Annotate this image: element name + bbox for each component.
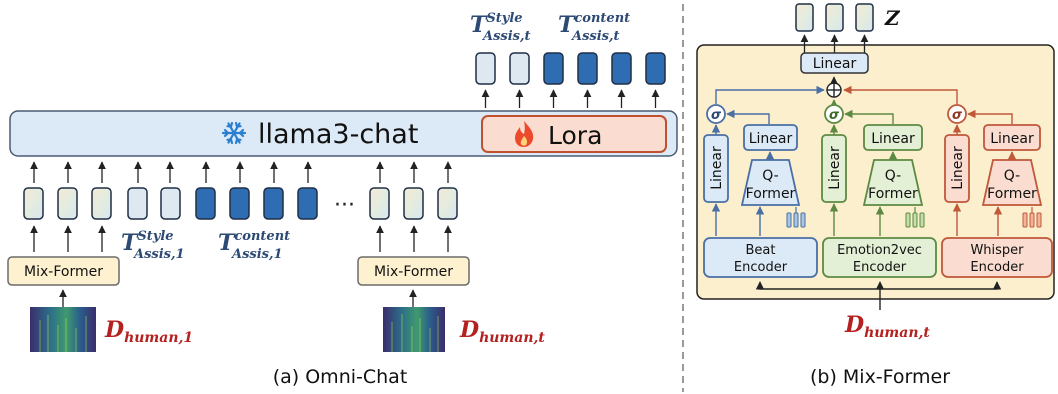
spectrogram-image-t: [383, 307, 445, 352]
spectrogram-image-1: [30, 307, 96, 352]
sigma-gate-green: [824, 104, 844, 124]
blue-merge-line: [715, 85, 825, 104]
svg-text:Linear: Linear: [827, 146, 843, 190]
assistant-output-tokens: [475, 52, 666, 85]
qformer-orange: [981, 159, 1043, 206]
linear-blue: [743, 124, 798, 151]
mix-former-panel: Z Linear σ Linear Linear: [696, 3, 1055, 388]
t-style-t-label: TStyle: [470, 11, 523, 38]
t-content-t-sub: Assis,t: [570, 29, 620, 44]
input-arrows: [30, 161, 452, 183]
top-linear-label: Linear: [813, 56, 857, 72]
input-distribution: [755, 281, 1002, 310]
content-token: [229, 187, 250, 220]
whisper-encoder: [941, 237, 1053, 278]
svg-text:Linear: Linear: [990, 131, 1034, 147]
sigma-gate-blue: [706, 104, 726, 124]
fire-icon: [515, 121, 534, 147]
svg-text:Former: Former: [746, 186, 796, 202]
content-token: [195, 187, 216, 220]
svg-text:Encoder: Encoder: [853, 260, 907, 275]
human-token: [369, 187, 390, 220]
t-content-1-sub: Assis,1: [230, 247, 283, 262]
query-tokens-blue: [786, 212, 806, 228]
svg-text:Q-: Q-: [1004, 168, 1020, 184]
z-arrows: [800, 34, 869, 53]
mixformer-box-1: [7, 256, 120, 286]
human-token: [91, 187, 112, 220]
svg-text:Emotion2vec: Emotion2vec: [837, 243, 922, 258]
mixformer-box-t: [357, 256, 470, 286]
emotion2vec-branch: σ Linear Linear Q- Former Emotion2vec En…: [821, 104, 937, 278]
input-tokens: [23, 187, 458, 220]
style-token: [160, 187, 181, 220]
svg-text:σ: σ: [952, 108, 963, 123]
whisper-branch: σ Linear Linear Q- Former Whisper Encode…: [941, 104, 1053, 278]
style-token: [509, 52, 530, 85]
human-token: [23, 187, 44, 220]
svg-text:Q-: Q-: [885, 168, 901, 184]
content-token: [645, 52, 666, 85]
t-style-1-label: TStyle: [121, 229, 174, 256]
snowflake-icon: [221, 121, 247, 145]
lora-label: Lora: [548, 121, 602, 150]
svg-text:Linear: Linear: [871, 131, 915, 147]
z-output-tokens: [795, 3, 874, 32]
panel-a-caption: (a) Omni-Chat: [273, 366, 408, 388]
content-token: [543, 52, 564, 85]
output-arrows: [481, 89, 660, 108]
query-tokens-orange: [1022, 212, 1042, 228]
content-token: [297, 187, 318, 220]
mixformer-box-1-label: Mix-Former: [24, 264, 103, 280]
qformer-green: [862, 159, 924, 206]
qformer-blue: [740, 159, 801, 206]
svg-text:Whisper: Whisper: [970, 243, 1024, 258]
svg-text:Beat: Beat: [746, 243, 776, 258]
d-human-t-label: Dhuman,t: [459, 317, 545, 346]
sum-node: [826, 82, 842, 98]
content-token: [611, 52, 632, 85]
ellipsis: ···: [334, 193, 355, 218]
t-content-1-label: Tcontent: [218, 229, 290, 256]
human-token: [437, 187, 458, 220]
svg-text:Former: Former: [987, 186, 1037, 202]
top-linear-block: [800, 52, 869, 74]
t-style-t-sub: Assis,t: [481, 29, 531, 44]
mixformer-box-t-label: Mix-Former: [374, 264, 453, 280]
mixformer-input-label: Dhuman,t: [844, 312, 930, 341]
spectrogram-arrows: [59, 289, 417, 307]
query-tokens-green: [905, 212, 925, 228]
content-token: [263, 187, 284, 220]
svg-text:Encoder: Encoder: [970, 260, 1024, 275]
style-token: [475, 52, 496, 85]
svg-text:Former: Former: [868, 186, 918, 202]
svg-text:Linear: Linear: [749, 131, 793, 147]
t-style-1-sub: Assis,1: [132, 247, 185, 262]
beat-branch: σ Linear Linear Q- Former Beat Encoder: [703, 104, 818, 278]
z-label: Z: [884, 6, 901, 30]
t-content-t-label: Tcontent: [558, 11, 630, 38]
emotion2vec-encoder: [822, 237, 937, 278]
llm-label: llama3-chat: [258, 119, 418, 150]
beat-encoder: [703, 237, 818, 278]
human-token: [403, 187, 424, 220]
content-token: [577, 52, 598, 85]
svg-text:Linear: Linear: [950, 146, 966, 190]
omni-chat-panel: TStyle Assis,t Tcontent Assis,t llama3-c…: [7, 11, 678, 388]
d-human-1-label: Dhuman,1: [104, 317, 193, 346]
svg-text:Q-: Q-: [762, 168, 778, 184]
style-token: [127, 187, 148, 220]
linear-green: [863, 124, 923, 151]
panel-b-caption: (b) Mix-Former: [810, 366, 950, 388]
sigma-gate-orange: [947, 104, 967, 124]
svg-text:σ: σ: [711, 108, 722, 123]
orange-merge-line: [843, 85, 958, 104]
human-token: [57, 187, 78, 220]
svg-text:Encoder: Encoder: [734, 260, 788, 275]
svg-text:Linear: Linear: [709, 146, 725, 190]
linear-orange: [983, 124, 1041, 151]
mixformer-arrows: [30, 225, 452, 252]
svg-text:σ: σ: [829, 108, 840, 123]
